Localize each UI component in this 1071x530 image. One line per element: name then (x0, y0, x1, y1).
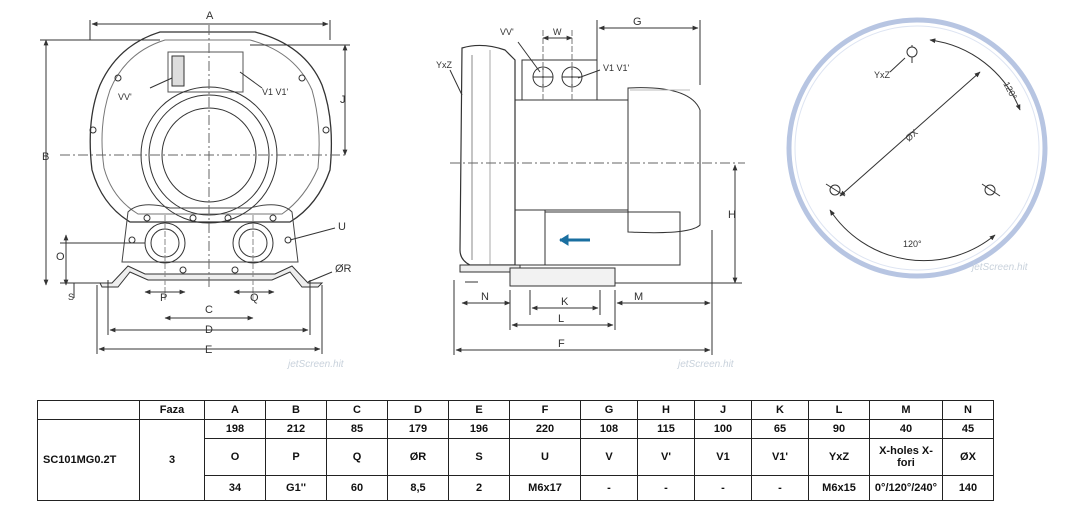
side-label-W: W (553, 27, 562, 37)
label-R: ØR (335, 263, 352, 275)
table-cell: Q (326, 438, 388, 476)
table-cell: M6x15 (808, 475, 870, 501)
table-cell: 220 (509, 419, 581, 439)
table-cell: V1' (751, 438, 809, 476)
flange-view-labels: YxZ ØX 120° 120° (874, 70, 1019, 249)
table-cell: 100 (694, 419, 752, 439)
label-O: O (56, 251, 65, 263)
front-view-labels: A B J VV' V1 V1' O S P C D E Q U ØR (42, 10, 352, 356)
side-label-L: L (558, 313, 564, 325)
table-cell: O (204, 438, 266, 476)
flange-label-X: ØX (903, 127, 919, 143)
header-cell: F (509, 400, 581, 420)
watermark-3: jetScreen.hit (970, 262, 1029, 273)
header-cell: L (808, 400, 870, 420)
table-cell: 212 (265, 419, 327, 439)
technical-drawing: A B J VV' V1 V1' O S P C D E Q U ØR (40, 10, 1048, 370)
header-cell: N (942, 400, 994, 420)
side-label-K: K (561, 296, 569, 308)
label-J: J (340, 94, 346, 106)
side-label-F: F (558, 338, 565, 350)
table-header-row: Faza A B C D E F G H J K L M N (37, 400, 994, 420)
label-D: D (205, 324, 213, 336)
label-P: P (160, 292, 167, 304)
side-label-N: N (481, 291, 489, 303)
table-cell: - (694, 475, 752, 501)
table-cell: V1 (694, 438, 752, 476)
flange-label-120-a: 120° (1001, 80, 1019, 101)
table-cell: 45 (942, 419, 994, 439)
table-cell: - (637, 475, 695, 501)
table-cell: 60 (326, 475, 388, 501)
header-cell: B (265, 400, 327, 420)
label-U: U (338, 221, 346, 233)
phase-cell: 3 (139, 419, 205, 501)
label-A: A (206, 10, 214, 22)
table-cell: 34 (204, 475, 266, 501)
label-V1V1: V1 V1' (262, 87, 289, 97)
side-view (449, 20, 745, 355)
label-S: S (68, 292, 74, 302)
side-label-VV: VV' (500, 27, 514, 37)
table-cell: U (509, 438, 581, 476)
watermark-1: jetScreen.hit (286, 359, 345, 370)
flange-view (786, 17, 1048, 279)
side-label-M: M (634, 291, 643, 303)
side-label-H: H (728, 209, 736, 221)
table-cell: S (448, 438, 510, 476)
table-cell: 65 (751, 419, 809, 439)
table-cell: - (751, 475, 809, 501)
label-VV: VV' (118, 92, 132, 102)
table-cell: 0°/120°/240° (869, 475, 943, 501)
side-label-G: G (633, 16, 642, 28)
side-label-YxZ: YxZ (436, 60, 453, 70)
table-cell: 108 (580, 419, 638, 439)
table-cell: 40 (869, 419, 943, 439)
header-cell: J (694, 400, 752, 420)
table-cell: ØR (387, 438, 449, 476)
table-cell: 196 (448, 419, 510, 439)
header-cell: H (637, 400, 695, 420)
label-E: E (205, 344, 212, 356)
side-label-V1V1: V1 V1' (603, 63, 630, 73)
table-cell: YxZ (808, 438, 870, 476)
table-cell: 85 (326, 419, 388, 439)
header-cell: Faza (139, 400, 205, 420)
watermark-2: jetScreen.hit (676, 359, 735, 370)
front-view (40, 20, 350, 354)
table-cell: 140 (942, 475, 994, 501)
flange-label-YxZ: YxZ (874, 70, 891, 80)
label-Q: Q (250, 292, 259, 304)
table-cell: 8,5 (387, 475, 449, 501)
label-B: B (42, 151, 49, 163)
table-cell: G1'' (265, 475, 327, 501)
header-cell: K (751, 400, 809, 420)
table-row: SC101MG0.2T 3 198 212 85 179 196 220 108… (37, 419, 994, 501)
model-cell: SC101MG0.2T (37, 419, 140, 501)
table-cell: V (580, 438, 638, 476)
table-cell: 90 (808, 419, 870, 439)
header-cell: G (580, 400, 638, 420)
header-cell: E (448, 400, 510, 420)
header-cell: C (326, 400, 388, 420)
side-view-labels: YxZ VV' W G V1 V1' H N K L M F (436, 16, 736, 350)
flange-label-120-b: 120° (903, 239, 922, 249)
header-cell (37, 400, 140, 420)
table-cell: 179 (387, 419, 449, 439)
table-cell: M6x17 (509, 475, 581, 501)
dimensions-table: Faza A B C D E F G H J K L M N SC101MG0.… (37, 400, 994, 501)
table-cell: X-holes X-fori (869, 438, 943, 476)
header-cell: D (387, 400, 449, 420)
table-cell: - (580, 475, 638, 501)
table-cell: 2 (448, 475, 510, 501)
table-cell: ØX (942, 438, 994, 476)
table-cell: V' (637, 438, 695, 476)
header-cell: M (869, 400, 943, 420)
label-C: C (205, 304, 213, 316)
table-cell: 115 (637, 419, 695, 439)
table-cell: 198 (204, 419, 266, 439)
header-cell: A (204, 400, 266, 420)
table-cell: P (265, 438, 327, 476)
table-row: 34 G1'' 60 8,5 2 M6x17 - - - - M6x15 0°/… (38, 475, 994, 501)
